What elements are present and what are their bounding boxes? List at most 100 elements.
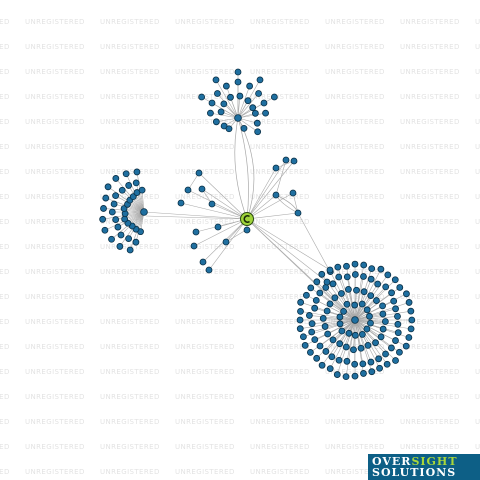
logo-text-sight: SIGHT — [411, 455, 458, 468]
graph-node — [336, 340, 344, 348]
watermark-text: UNREGISTERED — [325, 418, 385, 426]
watermark-text: UNREGISTERED — [325, 243, 385, 251]
graph-edge — [246, 192, 294, 220]
watermark-text: UNREGISTERED — [175, 418, 235, 426]
watermark-text: UNREGISTERED — [400, 393, 460, 401]
graph-node — [326, 266, 334, 274]
watermark-text: UNREGISTERED — [100, 43, 160, 51]
graph-node — [373, 297, 380, 304]
graph-node — [102, 194, 110, 202]
graph-edge — [354, 316, 398, 321]
graph-edge — [275, 159, 287, 196]
watermark-text: UNREGISTERED — [475, 318, 480, 326]
watermark-text: UNREGISTERED — [0, 118, 10, 126]
graph-node — [322, 284, 330, 291]
graph-node — [212, 118, 220, 126]
graph-node — [207, 109, 214, 117]
graph-node — [262, 109, 269, 117]
watermark-text: UNREGISTERED — [475, 18, 480, 26]
watermark-text: UNREGISTERED — [400, 293, 460, 301]
graph-node — [208, 200, 216, 208]
watermark-text: UNREGISTERED — [400, 143, 460, 151]
graph-edge — [145, 215, 248, 220]
graph-node — [208, 99, 216, 107]
watermark-text: UNREGISTERED — [175, 443, 235, 451]
watermark-text: UNREGISTERED — [400, 368, 460, 376]
graph-node — [112, 175, 120, 182]
watermark-text: UNREGISTERED — [175, 243, 235, 251]
graph-edge — [128, 185, 145, 213]
watermark-text: UNREGISTERED — [100, 68, 160, 76]
graph-edge — [354, 319, 412, 330]
graph-edge — [117, 211, 145, 228]
watermark-text: UNREGISTERED — [175, 218, 235, 226]
watermark-text: UNREGISTERED — [475, 68, 480, 76]
graph-node — [407, 307, 415, 315]
graph-node — [302, 291, 310, 299]
graph-node — [296, 325, 304, 333]
graph-node — [351, 360, 359, 368]
watermark-text: UNREGISTERED — [400, 318, 460, 326]
graph-node — [313, 278, 321, 286]
watermark-text: UNREGISTERED — [250, 268, 310, 276]
watermark-text: UNREGISTERED — [0, 43, 10, 51]
watermark-text: UNREGISTERED — [325, 68, 385, 76]
watermark-text: UNREGISTERED — [175, 143, 235, 151]
graph-node — [108, 235, 115, 243]
watermark-text: UNREGISTERED — [100, 168, 160, 176]
graph-node — [329, 280, 337, 288]
graph-node — [117, 231, 125, 239]
graph-node — [251, 109, 259, 117]
watermark-text: UNREGISTERED — [0, 68, 10, 76]
watermark-text: UNREGISTERED — [25, 393, 85, 401]
graph-edge — [246, 212, 299, 220]
watermark-text: UNREGISTERED — [100, 268, 160, 276]
watermark-text: UNREGISTERED — [250, 468, 310, 476]
graph-node — [324, 330, 332, 338]
watermark-text: UNREGISTERED — [250, 368, 310, 376]
watermark-text: UNREGISTERED — [100, 143, 160, 151]
graph-node — [377, 333, 385, 341]
graph-node — [405, 334, 413, 341]
graph-node — [311, 304, 319, 312]
graph-edge — [275, 194, 299, 214]
graph-node — [350, 346, 357, 354]
graph-node — [379, 302, 386, 310]
watermark-text: UNREGISTERED — [475, 93, 480, 101]
graph-node — [301, 342, 309, 349]
watermark-text: UNREGISTERED — [325, 443, 385, 451]
graph-node — [227, 93, 234, 101]
graph-node — [408, 316, 416, 324]
graph-node — [116, 243, 124, 250]
graph-edge — [115, 178, 145, 213]
graph-node — [360, 261, 368, 269]
graph-node — [101, 226, 109, 234]
watermark-text: UNREGISTERED — [0, 468, 10, 476]
watermark-text: UNREGISTERED — [250, 318, 310, 326]
graph-node — [374, 280, 382, 288]
graph-node — [338, 327, 346, 335]
oversight-solutions-logo: OVERSIGHT SOLUTIONS — [368, 454, 480, 480]
watermark-text: UNREGISTERED — [100, 293, 160, 301]
watermark-text: UNREGISTERED — [100, 468, 160, 476]
graph-node — [360, 288, 368, 296]
graph-node — [372, 339, 379, 347]
watermark-text: UNREGISTERED — [400, 443, 460, 451]
watermark-text: UNREGISTERED — [0, 93, 10, 101]
graph-node — [367, 358, 375, 366]
graph-node — [294, 209, 302, 217]
graph-node — [246, 82, 254, 90]
graph-node — [351, 301, 359, 309]
watermark-text: UNREGISTERED — [325, 368, 385, 376]
graph-node — [195, 169, 203, 177]
watermark-text: UNREGISTERED — [25, 93, 85, 101]
graph-edge — [187, 189, 248, 220]
watermark-text: UNREGISTERED — [100, 343, 160, 351]
graph-edge — [198, 172, 248, 220]
graph-node — [260, 99, 268, 107]
graph-node — [311, 336, 319, 344]
graph-node — [326, 300, 334, 308]
graph-edge — [354, 319, 372, 363]
watermark-text: UNREGISTERED — [0, 318, 10, 326]
graph-edge — [195, 218, 248, 233]
